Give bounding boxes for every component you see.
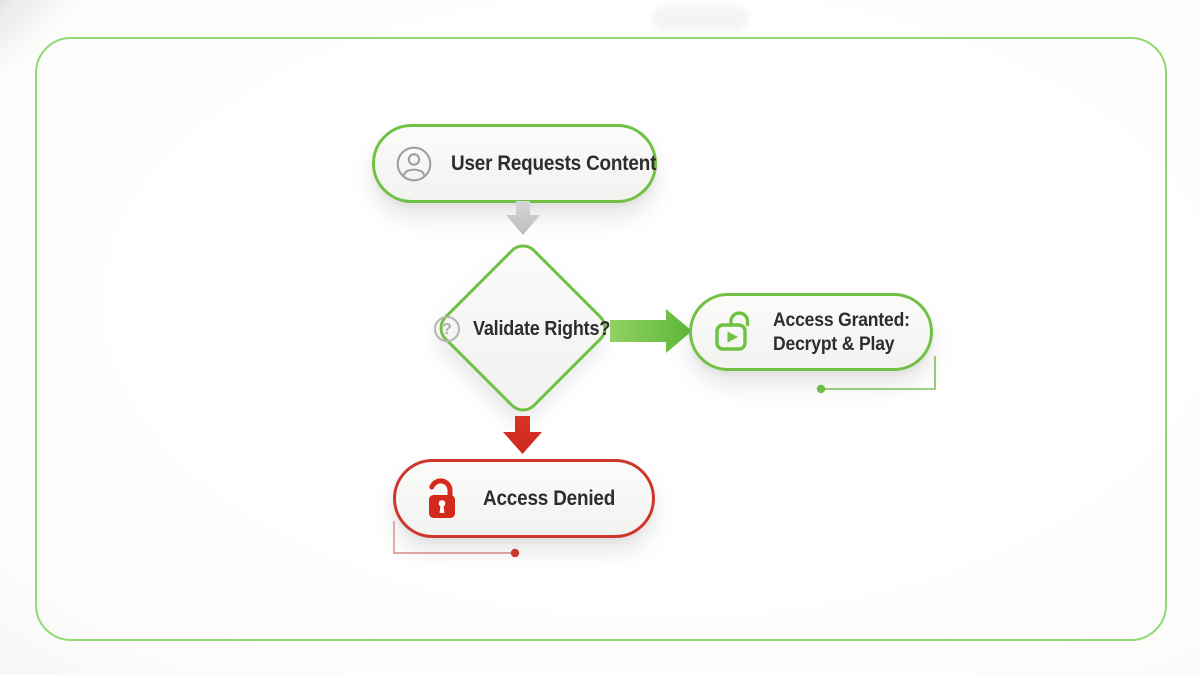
node-label: Validate Rights? <box>473 317 611 340</box>
faint-ghost-shape <box>652 6 748 30</box>
unlocked-padlock-icon <box>429 477 455 518</box>
node-user-requests-content: User Requests Content <box>372 124 657 203</box>
svg-text:?: ? <box>442 321 451 338</box>
user-icon <box>396 146 432 181</box>
node-label-line1: Access Granted: <box>773 309 910 331</box>
unlocked-play-icon <box>715 311 750 351</box>
node-label-line2: Decrypt & Play <box>773 333 895 355</box>
arrow-down-red <box>503 416 542 454</box>
question-mark-icon: ? <box>434 316 460 342</box>
diagram-frame <box>35 37 1167 641</box>
node-label: Access Denied <box>483 486 616 510</box>
node-label: Access Granted: Decrypt & Play <box>773 308 910 356</box>
node-validate-rights: ? Validate Rights? <box>433 304 613 354</box>
node-label: User Requests Content <box>451 151 657 175</box>
arrow-down-gray <box>506 201 540 235</box>
node-access-denied: Access Denied <box>393 459 655 538</box>
arrow-right-green <box>610 309 692 353</box>
node-access-granted: Access Granted: Decrypt & Play <box>689 293 933 371</box>
